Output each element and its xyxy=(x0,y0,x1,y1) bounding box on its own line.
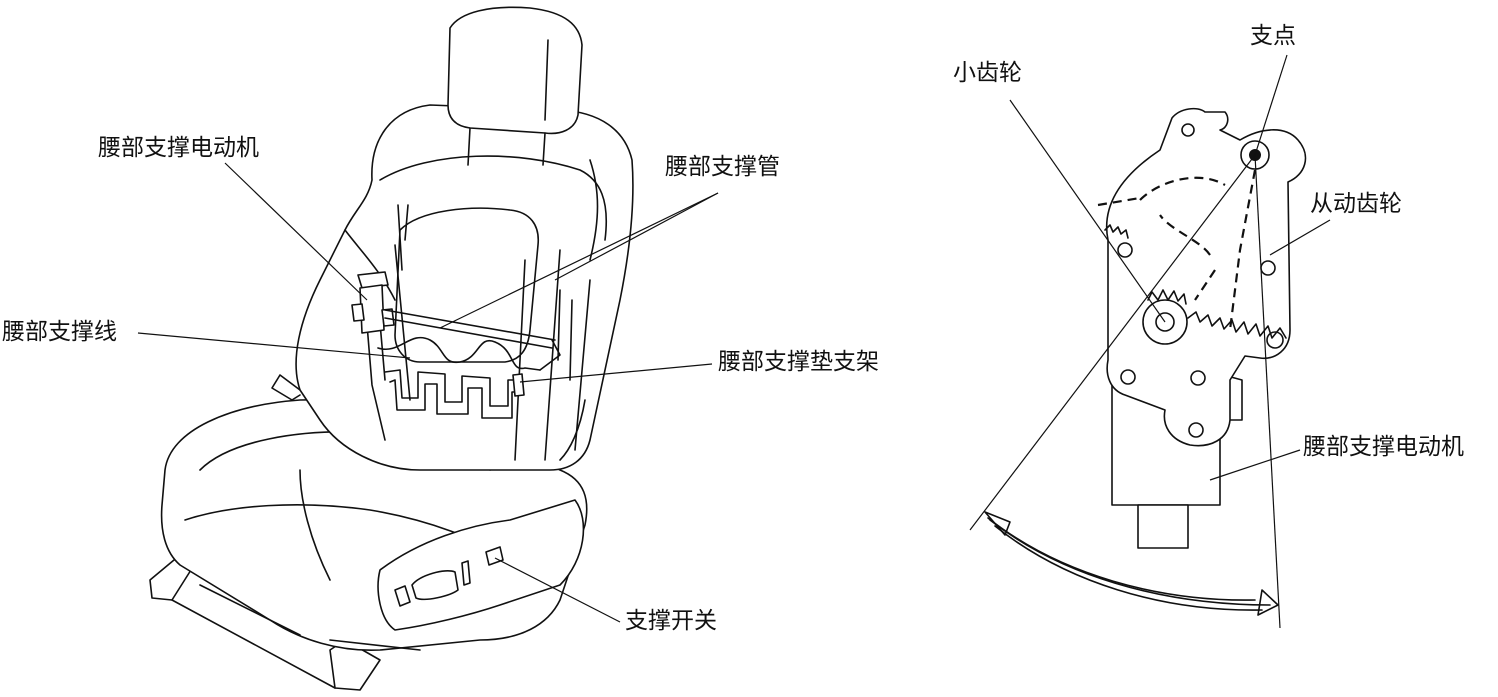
seat-adjust-switch[interactable] xyxy=(411,570,459,601)
label-pivot: 支点 xyxy=(1250,23,1296,49)
lumbar-support-switch[interactable] xyxy=(485,546,504,566)
back-frame xyxy=(271,204,573,401)
recline-switch[interactable] xyxy=(461,560,471,586)
label-support-switch: 支撑开关 xyxy=(625,608,717,634)
lumbar-mechanism xyxy=(984,107,1307,616)
label-driven-gear: 从动齿轮 xyxy=(1310,191,1402,217)
seat-back xyxy=(295,6,634,471)
label-pinion: 小齿轮 xyxy=(953,60,1022,86)
seat-side-trim xyxy=(377,499,585,631)
label-lumbar-pad-bracket: 腰部支撑垫支架 xyxy=(718,349,879,375)
right-leader-lines xyxy=(969,54,1331,629)
label-lumbar-tube: 腰部支撑管 xyxy=(665,154,780,180)
label-lumbar-motor-right: 腰部支撑电动机 xyxy=(1303,434,1464,460)
lumbar-frame xyxy=(351,271,561,441)
left-leader-lines xyxy=(137,162,719,623)
label-lumbar-wire: 腰部支撑线 xyxy=(2,319,117,345)
switch-small[interactable] xyxy=(394,585,411,607)
label-lumbar-motor-left: 腰部支撑电动机 xyxy=(98,135,259,161)
